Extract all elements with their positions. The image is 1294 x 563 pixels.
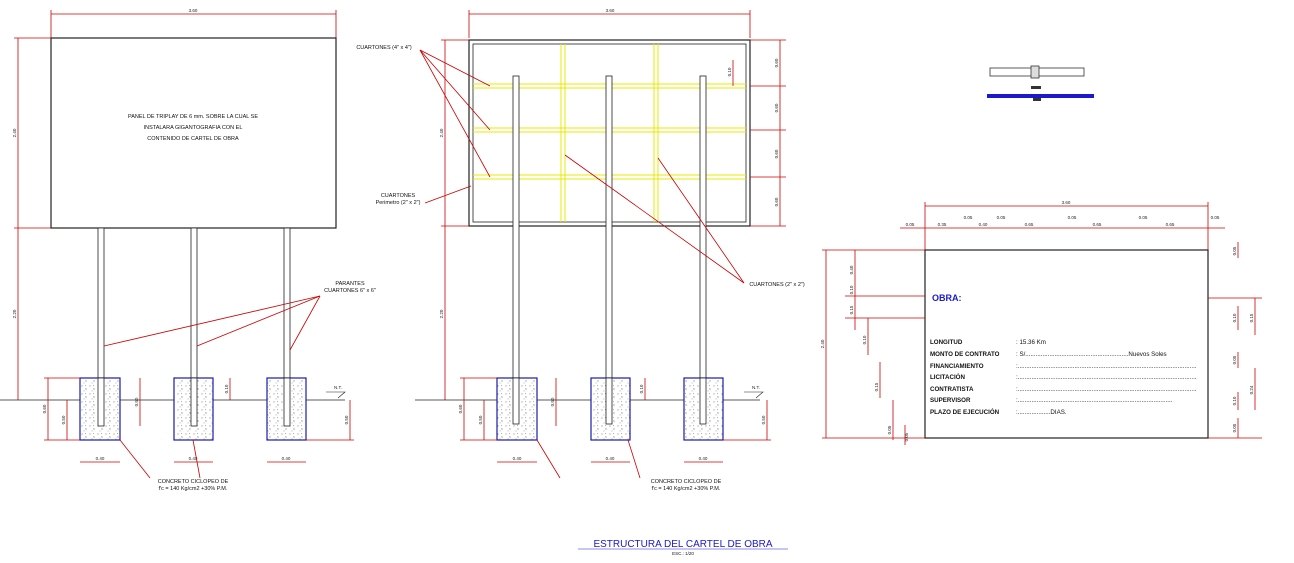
row-value-longitud: : 15.36 Km xyxy=(1016,339,1046,346)
row-value-supervisor: :.......................................… xyxy=(1016,397,1173,404)
row-dim-4: 0.60 xyxy=(774,197,779,206)
svg-text:0.10: 0.10 xyxy=(849,285,854,294)
frame-post-3 xyxy=(699,75,707,425)
svg-text:0.10: 0.10 xyxy=(862,335,867,344)
svg-text:0.50: 0.50 xyxy=(550,397,555,406)
panel-note-line-1: PANEL DE TRIPLAY DE 6 mm. SOBRE LA CUAL … xyxy=(128,114,258,120)
frame-concrete-label-1: CONCRETO CICLOPEO DE xyxy=(651,479,722,485)
svg-text:0.05: 0.05 xyxy=(1232,355,1237,364)
row-label-longitud: LONGITUD xyxy=(930,339,963,346)
svg-text:0.05: 0.05 xyxy=(906,222,915,227)
svg-text:0.65: 0.65 xyxy=(1093,222,1102,227)
svg-text:0.15: 0.15 xyxy=(849,305,854,314)
svg-text:0.05: 0.05 xyxy=(887,425,892,434)
svg-text:0.40: 0.40 xyxy=(699,456,708,461)
row-dim-2: 0.60 xyxy=(774,103,779,112)
posts-label-1: PARANTES xyxy=(335,281,365,287)
panel-height-dim: 2.40 xyxy=(12,128,17,137)
svg-text:0.10: 0.10 xyxy=(1232,313,1237,322)
row-value-plazo: :...................DIAS. xyxy=(1016,409,1067,416)
frame-post-2 xyxy=(605,75,613,425)
drawing-scale: ESC.: 1/20 xyxy=(672,551,694,556)
svg-text:0.50: 0.50 xyxy=(761,415,766,424)
concrete-label-1: CONCRETO CICLOPEO DE xyxy=(158,479,229,485)
row-value-licitacion: :.......................................… xyxy=(1016,374,1197,381)
svg-text:0.05: 0.05 xyxy=(997,215,1006,220)
sign-board xyxy=(924,249,1209,439)
row-value-financiamiento: :.......................................… xyxy=(1016,363,1197,370)
row-label-plazo: PLAZO DE EJECUCIÓN xyxy=(930,408,1000,416)
row-value-monto: : S/....................................… xyxy=(1016,351,1167,358)
svg-text:0.05: 0.05 xyxy=(1211,215,1220,220)
sign-layout: 3.60 0.05 0.35 0.05 0.40 0.05 0.65 0.05 … xyxy=(820,200,1262,445)
svg-text:0.05: 0.05 xyxy=(964,215,973,220)
svg-text:0.10: 0.10 xyxy=(224,384,229,393)
svg-text:0.05: 0.05 xyxy=(1068,215,1077,220)
frame-post-1 xyxy=(512,75,520,425)
svg-text:0.05: 0.05 xyxy=(1232,423,1237,432)
row-label-financiamiento: FINANCIAMIENTO xyxy=(930,363,984,370)
top-small-dim: 0.10 xyxy=(727,67,732,76)
svg-text:0.40: 0.40 xyxy=(282,456,291,461)
frame-width-dim: 3.60 xyxy=(606,8,615,13)
concrete-label-2: f'c = 140 Kg/cm2 +30% P.M. xyxy=(159,486,228,492)
svg-text:0.60: 0.60 xyxy=(458,404,463,413)
sign-height-dim: 2.40 xyxy=(820,339,825,348)
frame-concrete-label-2: f'c = 140 Kg/cm2 +30% P.M. xyxy=(652,486,721,492)
svg-text:2.40: 2.40 xyxy=(439,128,444,137)
row-dim-3: 0.60 xyxy=(774,149,779,158)
plywood-panel xyxy=(50,37,337,229)
inner-battens-label: CUARTONES (2" x 2") xyxy=(749,282,805,288)
svg-text:0.40: 0.40 xyxy=(606,456,615,461)
svg-text:0.50: 0.50 xyxy=(344,415,349,424)
row-label-monto: MONTO DE CONTRATO xyxy=(930,351,1000,358)
panel-note-line-2: INSTALARA GIGANTOGRAFIA CON EL xyxy=(144,125,243,131)
sign-left-dims: 0.40 0.10 0.15 0.10 0.15 0.05 0.05 xyxy=(845,250,925,445)
obra-label: OBRA: xyxy=(932,293,962,303)
nt-label: N.T. xyxy=(334,385,342,390)
battens-label: CUARTONES (4" x 4") xyxy=(356,45,412,51)
posts-label-2: CUARTONES 6" x 6" xyxy=(324,288,376,294)
sign-right-dims: 0.05 0.15 0.10 0.05 0.24 0.10 0.05 xyxy=(1208,242,1262,439)
footing-depth-dim-1: 0.60 xyxy=(42,404,47,413)
svg-text:0.40: 0.40 xyxy=(513,456,522,461)
svg-text:0.15: 0.15 xyxy=(1249,313,1254,322)
svg-text:0.50: 0.50 xyxy=(478,415,483,424)
svg-text:0.50: 0.50 xyxy=(134,397,139,406)
svg-text:0.24: 0.24 xyxy=(1249,385,1254,394)
sign-rows: LONGITUD : 15.36 Km MONTO DE CONTRATO : … xyxy=(930,339,1197,416)
panel-note-line-3: CONTENIDO DE CARTEL DE OBRA xyxy=(147,136,239,142)
svg-text:0.35: 0.35 xyxy=(938,222,947,227)
front-elevation: 3.60 PANEL DE TRIPLAY DE 6 mm. SOBRE LA … xyxy=(0,8,376,492)
perimeter-label-2: Perimetro (2" x 2") xyxy=(376,200,421,206)
svg-text:0.50: 0.50 xyxy=(61,415,66,424)
svg-text:0.65: 0.65 xyxy=(1025,222,1034,227)
row-label-supervisor: SUPERVISOR xyxy=(930,397,971,404)
svg-text:0.05: 0.05 xyxy=(904,432,909,441)
svg-text:N.T.: N.T. xyxy=(752,385,760,390)
frame-elevation: 3.60 0.60 0.60 0.60 0.60 0.10 2 xyxy=(356,8,805,492)
sign-width-dim: 3.60 xyxy=(1062,200,1071,205)
perimeter-label-1: CUARTONES xyxy=(381,193,416,199)
footing-width-dim-1: 0.40 xyxy=(96,456,105,461)
svg-text:0.10: 0.10 xyxy=(639,384,644,393)
svg-text:2.20: 2.20 xyxy=(439,309,444,318)
svg-text:0.65: 0.65 xyxy=(1166,222,1175,227)
svg-text:0.40: 0.40 xyxy=(849,265,854,274)
row-dim-1: 0.60 xyxy=(774,58,779,67)
row-value-contratista: :.......................................… xyxy=(1016,386,1197,393)
width-dim-text: 3.60 xyxy=(189,8,198,13)
svg-text:0.40: 0.40 xyxy=(979,222,988,227)
svg-text:0.05: 0.05 xyxy=(1232,246,1237,255)
svg-text:0.05: 0.05 xyxy=(1139,215,1148,220)
svg-text:0.15: 0.15 xyxy=(874,382,879,391)
post-height-dim: 2.20 xyxy=(12,309,17,318)
svg-text:0.10: 0.10 xyxy=(1232,396,1237,405)
drawing-title: ESTRUCTURA DEL CARTEL DE OBRA xyxy=(593,539,772,550)
plan-symbol xyxy=(987,65,1094,101)
row-label-contratista: CONTRATISTA xyxy=(930,386,974,393)
row-label-licitacion: LICITACIÓN xyxy=(930,373,965,381)
svg-text:0.40: 0.40 xyxy=(189,456,198,461)
